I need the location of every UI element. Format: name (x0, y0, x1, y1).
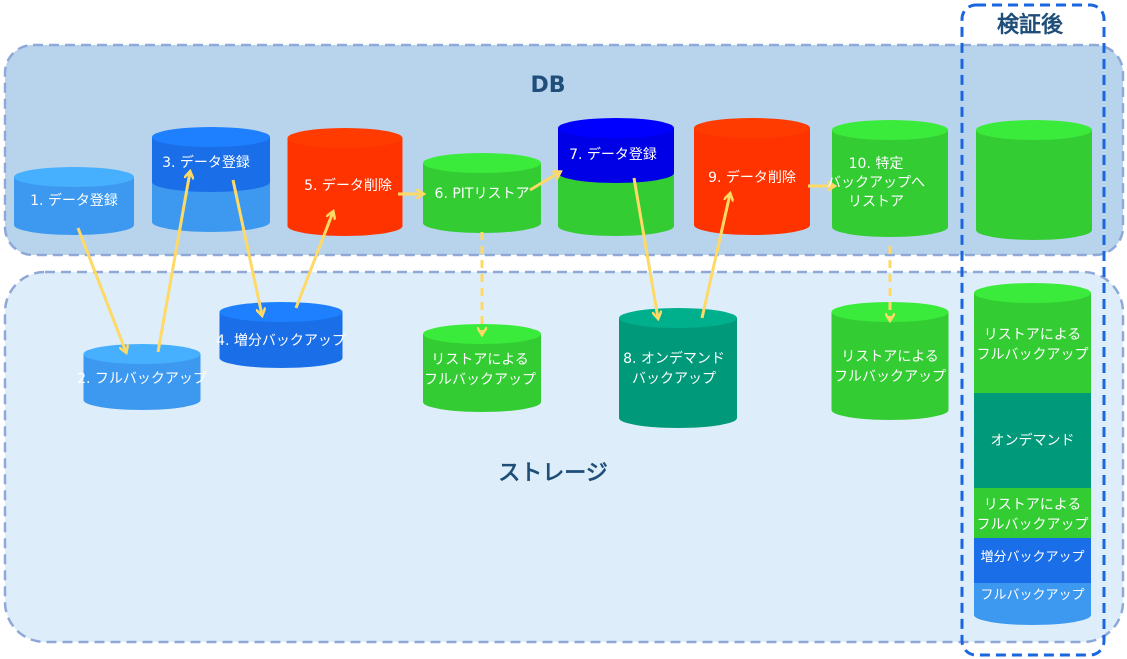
stack-restore-full-mid (974, 488, 1091, 538)
step-6-label: 6. PITリストア (435, 186, 530, 202)
db-region-label: DB (530, 73, 565, 98)
arrow-7-to-8 (632, 177, 658, 318)
stack-restore-full-top (974, 293, 1091, 393)
arrow-8-to-9 (700, 194, 730, 319)
storage-region (3, 270, 1125, 644)
stack-incremental-label: 増分バックアップ (980, 550, 1084, 565)
step-3-label: 3. データ登録 (162, 154, 250, 171)
stack-base (974, 615, 1091, 625)
cylinder-restore-backup-a (423, 324, 541, 412)
step-5-label: 5. データ削除 (304, 177, 392, 194)
stack-top (974, 283, 1091, 303)
step-1-label: 1. データ登録 (30, 192, 118, 209)
stack-full-label: フルバックアップ (980, 588, 1084, 603)
cylinder-verify-db (976, 120, 1092, 240)
after-verification-label: 検証後 (997, 12, 1064, 38)
step-4-label: 4. 増分バックアップ (216, 333, 346, 349)
stack-ondemand (974, 393, 1091, 488)
cylinder-step-1 (14, 167, 134, 235)
restore-backup-a-label: リストアによるフルバックアップ (424, 352, 536, 388)
cylinder-step-5 (287, 128, 403, 236)
cylinder-step-7 (558, 118, 674, 236)
cylinder-step-8 (619, 308, 737, 428)
arrow-3-to-4 (231, 179, 262, 315)
stack-ondemand-label: オンデマンド (991, 432, 1075, 449)
arrow-2-to-3 (156, 172, 190, 353)
after-verification-label-bg (984, 8, 1076, 38)
step-7-label: 7. データ登録 (569, 146, 657, 163)
after-verification-box (960, 3, 1106, 657)
step-10-label: 10. 特定バックアップへリストア (827, 156, 925, 210)
cylinder-step-10 (832, 120, 948, 237)
step-9-label: 9. データ削除 (708, 169, 796, 186)
cylinder-restore-backup-b (831, 302, 949, 420)
arrow-6-to-7 (529, 172, 560, 192)
cylinder-step-3 (152, 127, 270, 232)
arrow-4-to-5 (294, 212, 333, 309)
stack-incremental (974, 538, 1091, 583)
stack-restore-full-top-label: リストアによるフルバックアップ (977, 327, 1089, 363)
cylinder-step-6 (423, 153, 541, 233)
arrow-1-to-2 (76, 227, 126, 352)
step-8-label: 8. オンデマンドバックアップ (623, 350, 725, 387)
verification-backup-stack (974, 283, 1091, 625)
cylinder-step-9 (694, 118, 810, 235)
storage-region-label: ストレージ (498, 461, 608, 486)
stack-restore-full-mid-label: リストアによるフルバックアップ (977, 497, 1089, 533)
stack-full (974, 583, 1091, 615)
step-2-label: 2. フルバックアップ (77, 371, 207, 387)
restore-backup-b-label: リストアによるフルバックアップ (834, 349, 946, 385)
cylinder-step-4 (219, 302, 343, 368)
cylinder-step-2 (83, 344, 201, 410)
